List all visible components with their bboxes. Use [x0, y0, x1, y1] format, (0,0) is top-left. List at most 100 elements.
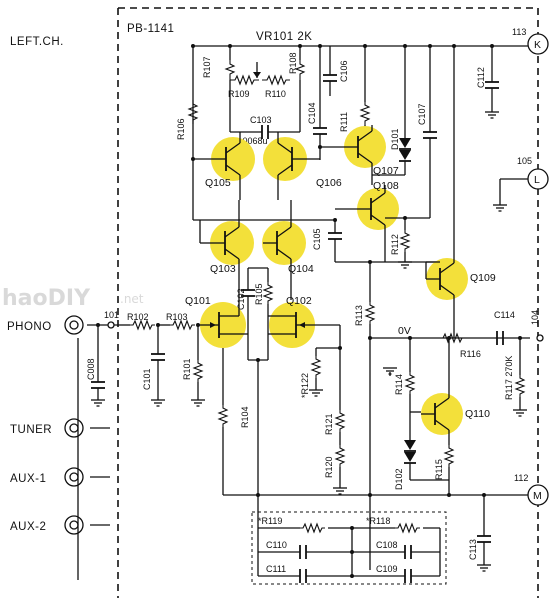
- terminal-k: [527, 33, 549, 55]
- r111-label: R111: [339, 112, 349, 132]
- aux1-label: AUX-1: [10, 473, 46, 485]
- r112-resistor: [397, 218, 413, 269]
- r112-label: R112: [390, 234, 400, 255]
- q104-label: Q104: [288, 263, 314, 275]
- phono-jack[interactable]: [64, 315, 84, 335]
- output-terminal-number: 104: [530, 310, 540, 325]
- r116-resistor: [440, 332, 465, 344]
- q110-transistor: [421, 393, 463, 435]
- q109-label: Q109: [470, 272, 496, 284]
- c110-label: C110: [266, 540, 287, 550]
- c008-capacitor: [90, 325, 106, 407]
- r102-label: R102: [127, 312, 149, 322]
- q108-transistor: [357, 188, 399, 230]
- r106-label: R106: [176, 118, 186, 140]
- channel-label: LEFT.CH.: [10, 36, 64, 48]
- q109-transistor: [426, 258, 468, 300]
- r104-label: R104: [240, 406, 250, 428]
- r116-label: R116: [460, 349, 481, 359]
- q105-transistor: [211, 137, 255, 181]
- tuner-jack[interactable]: [64, 418, 84, 438]
- q103-transistor: [210, 221, 254, 265]
- r122-label: *R122: [300, 373, 310, 398]
- r121-resistor: [334, 348, 346, 445]
- q104-transistor: [262, 221, 306, 265]
- r107-label: R107: [202, 56, 212, 78]
- r111-resistor: [359, 46, 371, 135]
- r117-label: R117 270K: [504, 356, 514, 400]
- terminal-l-number: 105: [517, 156, 532, 166]
- c109-label: C109: [376, 564, 398, 574]
- junction-dots: [96, 44, 522, 497]
- r104-resistor: [217, 348, 538, 496]
- c112-label: C112: [476, 67, 486, 88]
- c114-label: C114: [494, 310, 515, 320]
- output-terminal[interactable]: [536, 334, 544, 342]
- r101-label: R101: [182, 358, 192, 380]
- c105-label: C105: [312, 228, 322, 250]
- c111-label: C111: [266, 564, 286, 574]
- r120-resistor: [332, 445, 348, 495]
- c103-value: .0068u: [240, 136, 268, 146]
- aux2-label: AUX-2: [10, 521, 46, 533]
- r121-label: R121: [324, 413, 334, 435]
- c101-capacitor: [150, 325, 166, 407]
- r113-resistor: [364, 262, 376, 338]
- vr101-potentiometer: [224, 46, 306, 132]
- q106-transistor: [263, 137, 307, 181]
- r115-resistor: [443, 445, 455, 495]
- r114-label: R114: [394, 374, 404, 395]
- r120-label: R120: [324, 456, 334, 478]
- aux2-jack[interactable]: [64, 515, 84, 535]
- q101-transistor: [200, 302, 246, 348]
- r101-resistor: [190, 325, 206, 407]
- r105-label: R105: [254, 283, 264, 305]
- aux1-jack[interactable]: [64, 467, 84, 487]
- vr101-label: VR101 2K: [256, 31, 312, 43]
- c102-label: C102: [236, 288, 246, 310]
- c107-label: C107: [417, 103, 427, 125]
- q107-label: Q107: [373, 165, 399, 177]
- d101-diode: [399, 46, 411, 175]
- q108-label: Q108: [373, 180, 399, 192]
- d101-label: D101: [390, 128, 400, 150]
- watermark-suffix: .net: [120, 292, 144, 306]
- r118-label: *R118: [366, 516, 390, 526]
- r106-resistor: [187, 100, 199, 124]
- r113-label: R113: [354, 305, 364, 326]
- d102-label: D102: [394, 468, 404, 490]
- terminal-k-number: 113: [512, 27, 526, 37]
- q105-label: Q105: [205, 177, 231, 189]
- c008-label: C008: [86, 358, 96, 380]
- terminal-m-number: 112: [514, 473, 528, 483]
- watermark-main: haoDIY: [2, 286, 91, 311]
- c106-capacitor: [323, 46, 337, 96]
- zero-volt-label: 0V: [398, 325, 411, 337]
- q101-label: Q101: [185, 295, 211, 307]
- watermark: haoDIY .net: [2, 286, 144, 311]
- board-label: PB-1141: [127, 23, 174, 35]
- node-101-label: 101: [104, 310, 119, 320]
- r114-resistor: [404, 338, 416, 412]
- q102-label: Q102: [286, 295, 312, 307]
- feedback-network: [251, 495, 447, 585]
- c103-label: C103: [250, 115, 272, 125]
- phono-label: PHONO: [7, 321, 52, 333]
- terminal-k-label: K: [534, 39, 541, 51]
- c106-label: C106: [339, 60, 349, 82]
- r108-label: R108: [288, 52, 298, 74]
- c101-label: C101: [142, 368, 152, 390]
- q103-label: Q103: [210, 263, 236, 275]
- c105-capacitor: [328, 220, 342, 262]
- c112-capacitor: [484, 46, 500, 119]
- q102-transistor: [269, 302, 315, 348]
- c107-capacitor: [423, 46, 437, 218]
- input-chain: [87, 319, 205, 331]
- c108-label: C108: [376, 540, 398, 550]
- c103-capacitor: [230, 125, 300, 139]
- terminal-m: [527, 484, 549, 506]
- q107-transistor: [344, 126, 386, 168]
- r109-label: R109: [228, 89, 250, 99]
- c113-capacitor: [476, 495, 492, 572]
